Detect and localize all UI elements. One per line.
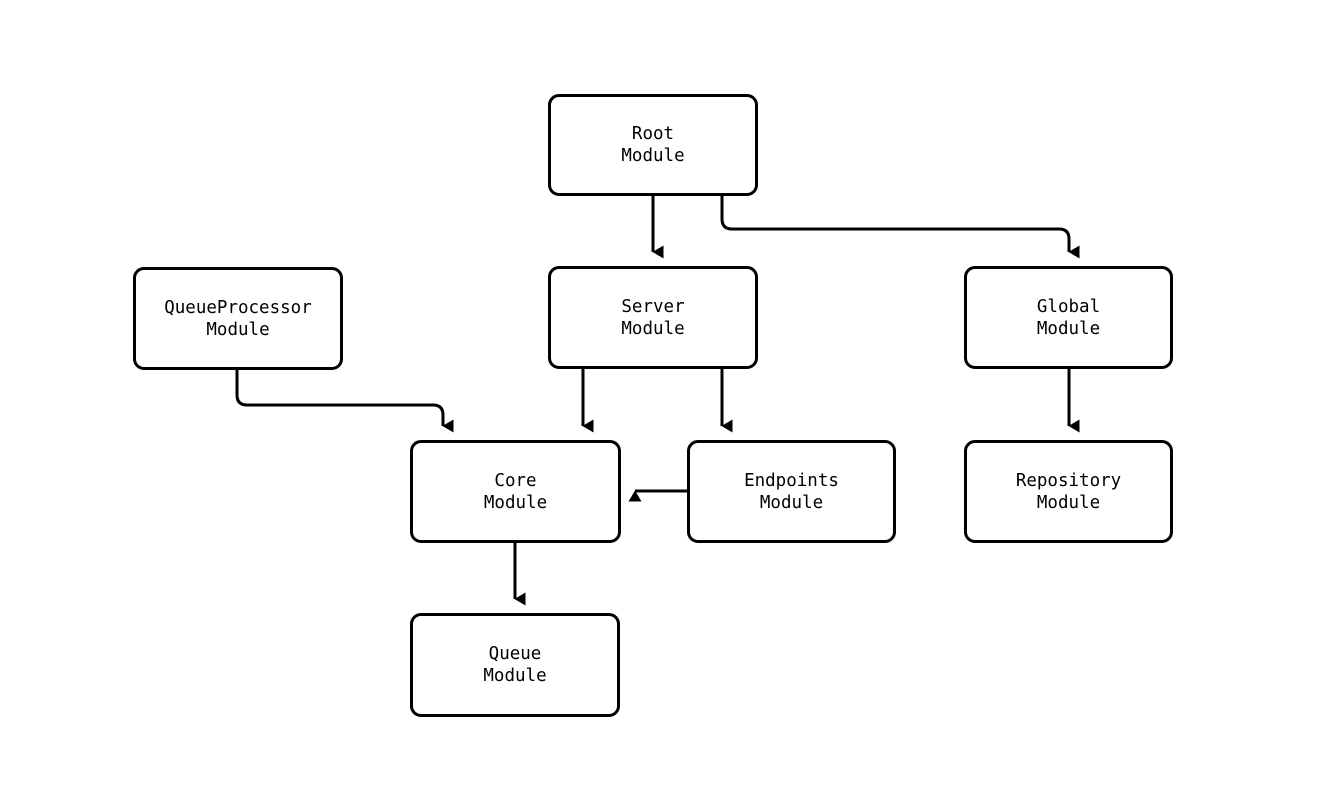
node-core-module[interactable]: Core Module — [410, 440, 621, 543]
node-queue-module[interactable]: Queue Module — [410, 613, 620, 717]
node-queueprocessor-module-line1: QueueProcessor — [164, 297, 312, 318]
edge-root-to-global — [720, 196, 1080, 259]
node-endpoints-module-line1: Endpoints — [744, 470, 839, 491]
node-core-module-line2: Module — [483, 492, 548, 513]
node-queueprocessor-module[interactable]: QueueProcessor Module — [133, 267, 343, 370]
node-server-module[interactable]: Server Module — [548, 266, 758, 369]
node-root-module-line2: Module — [621, 146, 685, 166]
node-global-module-line1: Global — [1036, 296, 1101, 317]
node-queueprocessor-module-line2: Module — [206, 319, 270, 340]
edge-queueprocessor-to-core — [235, 370, 454, 433]
node-endpoints-module[interactable]: Endpoints Module — [687, 440, 896, 543]
node-repository-module[interactable]: Repository Module — [964, 440, 1173, 543]
node-repository-module-line2: Module — [1036, 492, 1101, 513]
node-endpoints-module-line2: Module — [759, 492, 824, 513]
node-queue-module-line2: Module — [483, 666, 547, 686]
node-repository-module-line1: Repository — [1015, 470, 1122, 491]
node-server-module-line1: Server — [621, 296, 685, 317]
node-server-module-line2: Module — [621, 318, 685, 339]
node-root-module[interactable]: Root Module — [548, 94, 758, 196]
node-queue-module-line1: Queue — [488, 644, 542, 664]
node-global-module-line2: Module — [1036, 318, 1101, 339]
node-root-module-line1: Root — [631, 124, 675, 144]
node-core-module-line1: Core — [494, 470, 537, 491]
node-global-module[interactable]: Global Module — [964, 266, 1173, 369]
